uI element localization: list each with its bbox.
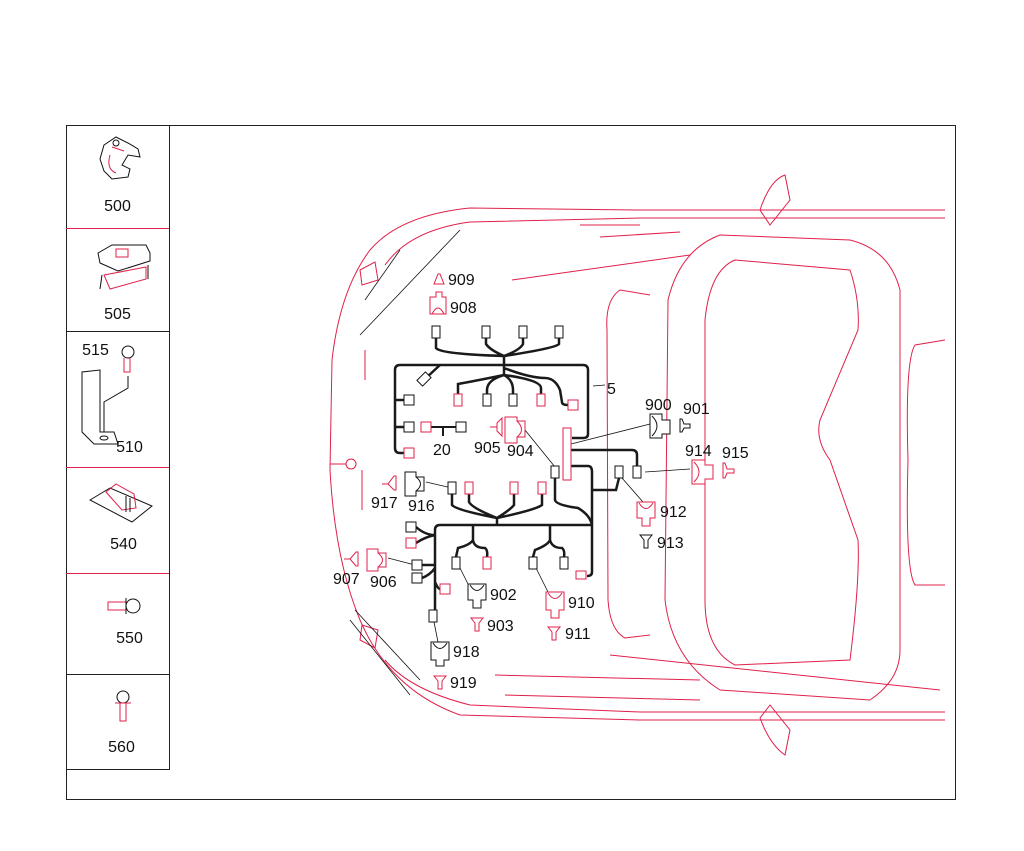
bracket-bolt-icon — [81, 345, 135, 445]
part-500[interactable]: 500 — [66, 125, 169, 229]
part-label: 515 — [82, 342, 109, 359]
bolt-icon — [115, 690, 131, 722]
harness-holder-icon — [97, 244, 151, 290]
cable-clip-base-icon — [88, 483, 153, 523]
part-label: 500 — [104, 198, 131, 215]
part-label: 550 — [116, 630, 143, 647]
diagram-frame — [66, 125, 956, 800]
wire-clip-icon — [99, 136, 141, 180]
part-label: 510 — [116, 439, 143, 456]
part-560[interactable]: 560 — [66, 675, 169, 770]
part-label: 505 — [104, 306, 131, 323]
part-510-515[interactable]: 515 510 — [66, 332, 169, 467]
part-540[interactable]: 540 — [66, 468, 169, 573]
screw-icon — [107, 598, 141, 614]
part-550[interactable]: 550 — [66, 574, 169, 674]
part-505[interactable]: 505 — [66, 229, 169, 332]
part-label: 560 — [108, 739, 135, 756]
parts-panel: 500 505 515 510 — [66, 125, 170, 770]
part-label: 540 — [110, 536, 137, 553]
